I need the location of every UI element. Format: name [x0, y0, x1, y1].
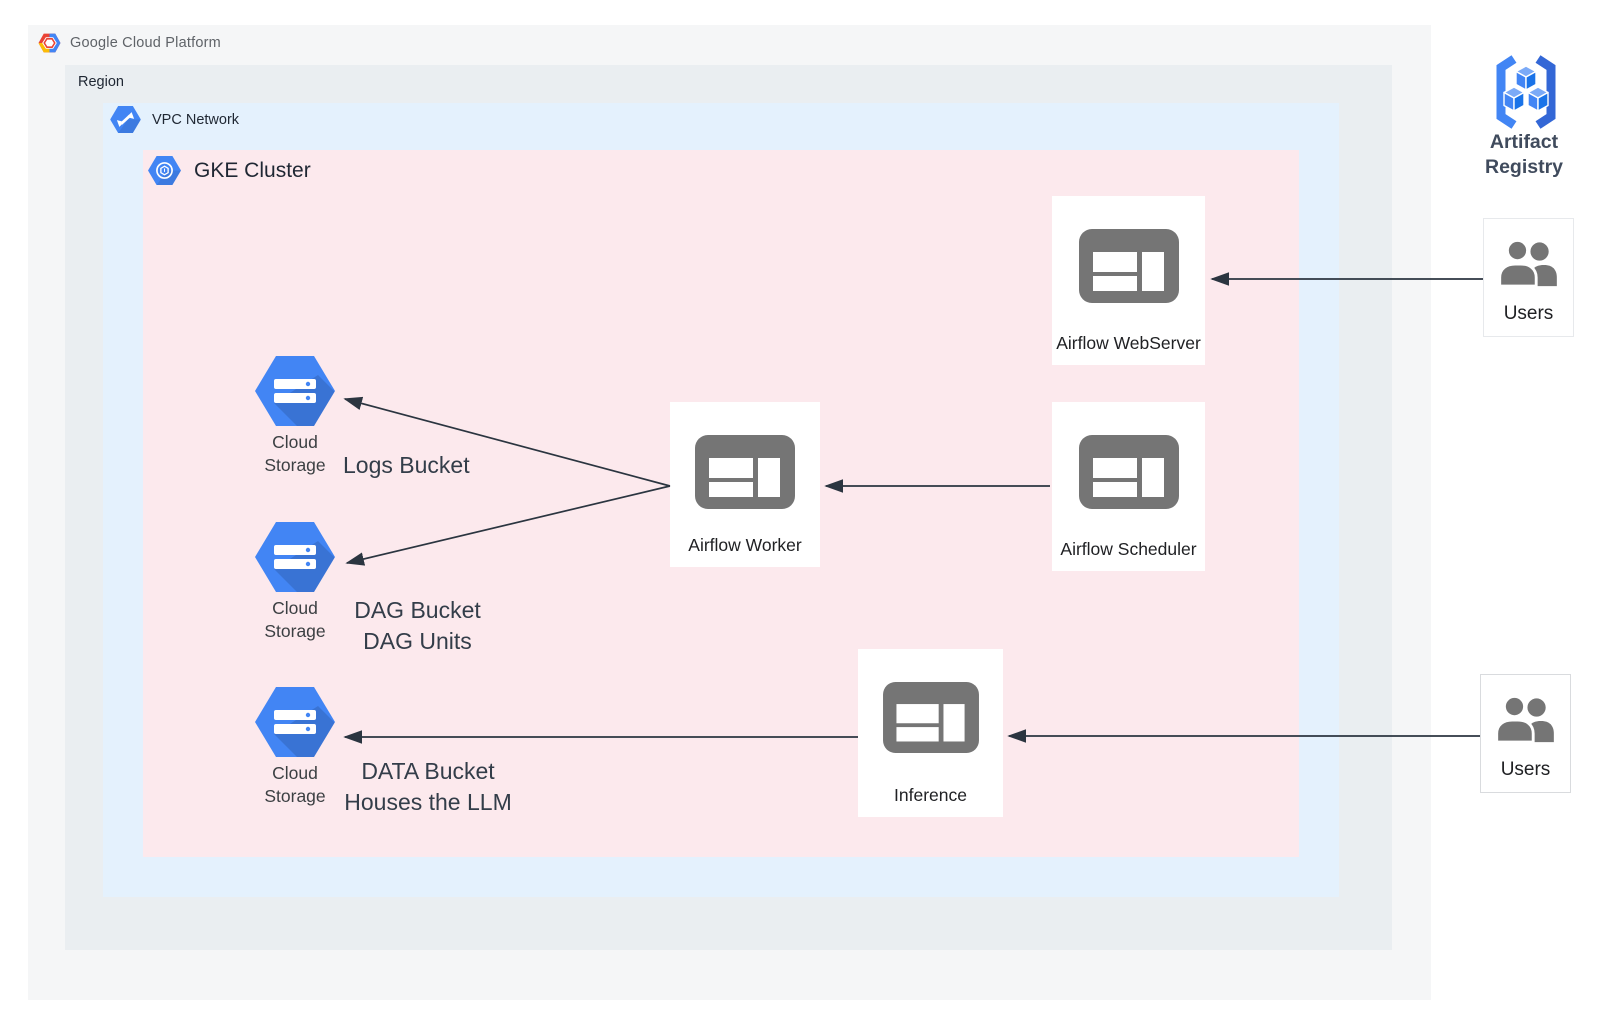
app-window-icon	[695, 435, 795, 509]
airflow-scheduler-node: Airflow Scheduler	[1052, 402, 1205, 571]
vpc-network-label: VPC Network	[152, 111, 240, 128]
cloud-storage-label-data: Cloud Storage	[264, 763, 326, 806]
gcp-brand-label: Google Cloud Platform	[70, 35, 221, 51]
gke-cluster-label: GKE Cluster	[194, 158, 311, 182]
airflow-worker-node: Airflow Worker	[670, 402, 820, 567]
dag-bucket-subtitle: DAG Units	[363, 628, 472, 654]
app-window-icon	[1079, 435, 1179, 509]
airflow-scheduler-label: Airflow Scheduler	[1060, 539, 1197, 559]
users-bottom-box: Users	[1480, 674, 1571, 793]
users-icon	[1495, 696, 1557, 744]
cloud-storage-icon-dag	[255, 522, 335, 592]
users-top-box: Users	[1483, 218, 1574, 337]
region-label: Region	[78, 74, 124, 90]
artifact-registry-label: Artifact Registry	[1484, 131, 1564, 178]
app-window-icon	[883, 682, 979, 753]
dag-bucket-caption: DAG Bucket DAG Units	[345, 595, 490, 657]
cloud-storage-icon-data	[255, 687, 335, 757]
gcp-logo-icon	[38, 33, 61, 53]
gke-cluster-header: GKE Cluster	[148, 156, 311, 185]
users-bottom-label: Users	[1500, 759, 1551, 780]
data-bucket-caption: DATA Bucket Houses the LLM	[330, 756, 526, 818]
cloud-storage-label-logs: Cloud Storage	[264, 432, 326, 475]
gcp-brand: Google Cloud Platform	[38, 33, 221, 53]
vpc-network-icon	[110, 106, 141, 133]
artifact-registry-icon	[1484, 54, 1568, 130]
inference-label: Inference	[894, 785, 967, 805]
inference-node: Inference	[858, 649, 1003, 817]
vpc-network-header: VPC Network	[110, 106, 239, 133]
app-window-icon	[1079, 229, 1179, 303]
airflow-worker-label: Airflow Worker	[688, 535, 802, 555]
users-icon	[1498, 240, 1560, 288]
data-bucket-title: DATA Bucket	[361, 758, 495, 784]
data-bucket-subtitle: Houses the LLM	[344, 789, 512, 815]
dag-bucket-title: DAG Bucket	[354, 597, 481, 623]
airflow-webserver-label: Airflow WebServer	[1056, 333, 1201, 353]
users-top-label: Users	[1503, 303, 1554, 324]
cloud-storage-icon-logs	[255, 356, 335, 426]
gke-cluster-icon	[148, 156, 181, 185]
cloud-storage-label-dag: Cloud Storage	[264, 598, 326, 641]
airflow-webserver-node: Airflow WebServer	[1052, 196, 1205, 365]
logs-bucket-caption: Logs Bucket	[343, 452, 470, 478]
